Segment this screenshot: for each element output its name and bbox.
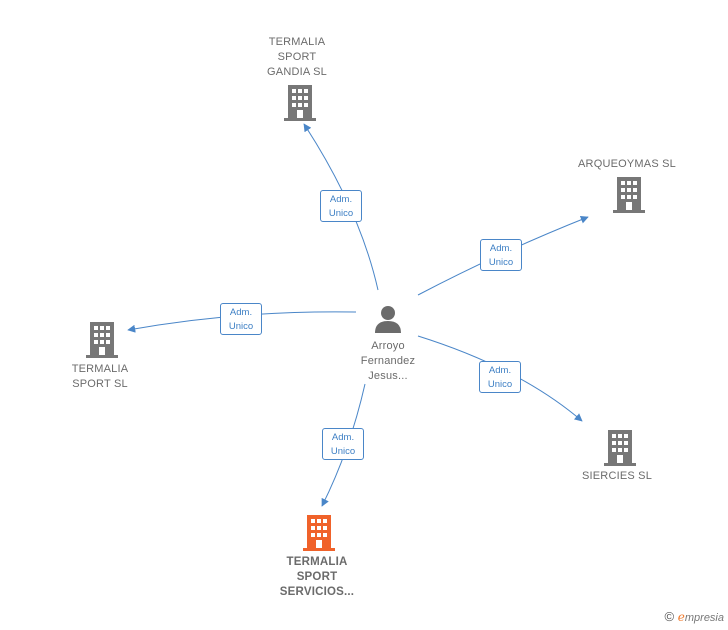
role-label-arqueoymas: Adm. Unico (480, 239, 522, 271)
building-icon-highlighted[interactable] (303, 515, 335, 556)
building-icon[interactable] (613, 177, 645, 218)
company-label-termalia-sport[interactable]: TERMALIA SPORT SL (71, 363, 129, 390)
building-icon[interactable] (86, 322, 118, 363)
copyright-symbol: © (664, 609, 675, 624)
role-label-termalia-sport: Adm. Unico (220, 303, 262, 335)
brand-logo-text: mpresia (684, 612, 724, 624)
role-label-gandia: Adm. Unico (320, 190, 362, 222)
company-label-gandia[interactable]: TERMALIA SPORT GANDIA SL (267, 36, 327, 78)
company-label-arqueoymas[interactable]: ARQUEOYMAS SL (578, 158, 676, 170)
brand-logo-initial: e (677, 610, 685, 624)
role-label-siercies: Adm. Unico (479, 361, 521, 393)
building-icon[interactable] (284, 85, 316, 126)
company-label-servicios[interactable]: TERMALIA SPORT SERVICIOS... (279, 556, 355, 598)
copyright-notice: © empresia (665, 609, 724, 624)
role-label-servicios: Adm. Unico (322, 428, 364, 460)
person-name[interactable]: Arroyo Fernandez Jesus... (360, 340, 416, 382)
company-label-siercies[interactable]: SIERCIES SL (581, 470, 653, 482)
person-icon[interactable] (373, 303, 403, 333)
building-icon[interactable] (604, 430, 636, 471)
